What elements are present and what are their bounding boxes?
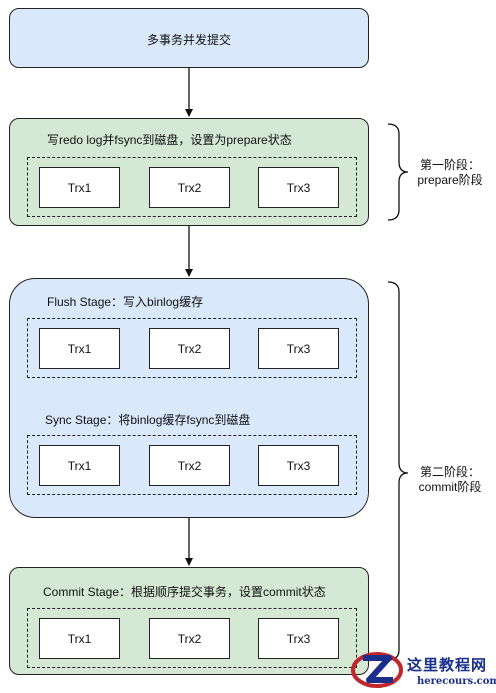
sync-trx-group: Trx1 Trx2 Trx3 xyxy=(27,435,357,495)
start-box-label: 多事务并发提交 xyxy=(146,33,231,47)
trx-box: Trx2 xyxy=(149,328,230,369)
commit-stage-box: Commit Stage：根据顺序提交事务，设置commit状态 Trx1 Tr… xyxy=(9,567,369,675)
commit-stage-label: Commit Stage：根据顺序提交事务，设置commit状态 xyxy=(43,585,326,599)
trx-box: Trx3 xyxy=(258,445,339,486)
trx-box: Trx1 xyxy=(39,328,120,369)
trx-box: Trx3 xyxy=(258,618,339,659)
prepare-stage-label: 写redo log并fsync到磁盘，设置为prepare状态 xyxy=(47,133,292,147)
prepare-phase-line1: 第一阶段： xyxy=(419,158,480,172)
sync-stage-label: Sync Stage：将binlog缓存fsync到磁盘 xyxy=(45,413,251,427)
flush-trx-group: Trx1 Trx2 Trx3 xyxy=(27,318,357,378)
prepare-phase-label: 第一阶段： prepare阶段 xyxy=(410,158,490,188)
commit-phase-line2: commit阶段 xyxy=(418,480,482,494)
trx-box: Trx1 xyxy=(39,445,120,486)
prepare-phase-brace xyxy=(387,123,409,221)
flush-stage-label: Flush Stage：写入binlog缓存 xyxy=(47,295,204,309)
prepare-trx-group: Trx1 Trx2 Trx3 xyxy=(27,157,357,217)
commit-phase-brace xyxy=(387,281,409,661)
start-box: 多事务并发提交 xyxy=(9,8,369,68)
watermark-logo-icon xyxy=(351,652,403,688)
commit-phase-line1: 第二阶段： xyxy=(419,465,480,479)
trx-box: Trx2 xyxy=(149,618,230,659)
trx-box: Trx3 xyxy=(258,328,339,369)
watermark-url: herecours.com xyxy=(417,676,496,687)
trx-box: Trx1 xyxy=(39,618,120,659)
watermark-title: 这里教程网 xyxy=(407,656,488,674)
trx-box: Trx1 xyxy=(39,167,120,208)
trx-box: Trx2 xyxy=(149,445,230,486)
commit-trx-group: Trx1 Trx2 Trx3 xyxy=(27,608,357,668)
trx-box: Trx2 xyxy=(149,167,230,208)
prepare-phase-line2: prepare阶段 xyxy=(417,173,483,187)
trx-box: Trx3 xyxy=(258,167,339,208)
commit-phase-label: 第二阶段： commit阶段 xyxy=(410,465,490,495)
prepare-stage-box: 写redo log并fsync到磁盘，设置为prepare状态 Trx1 Trx… xyxy=(9,118,369,226)
binlog-stage-box: Flush Stage：写入binlog缓存 Trx1 Trx2 Trx3 Sy… xyxy=(9,278,369,518)
